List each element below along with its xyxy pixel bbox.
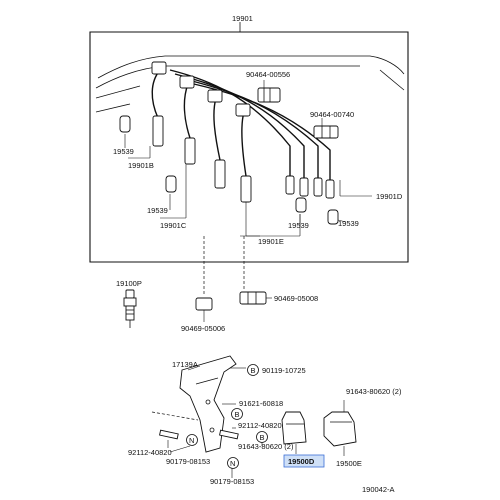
label-clip-left[interactable]: 90469-05006 [181, 324, 225, 333]
callout-b-mid: B [231, 408, 243, 420]
assembly-frame [89, 22, 409, 263]
selected-part-highlight [283, 454, 325, 468]
label-stud-left[interactable]: 92112-40820 [128, 448, 172, 457]
label-cord-e[interactable]: 19901E [258, 237, 284, 246]
label-nut-b[interactable]: 91643-80620 (2) [238, 442, 294, 451]
label-clamp-top[interactable]: 90464-00556 [246, 70, 290, 79]
leader-lines-bottom [169, 403, 263, 478]
studs [151, 411, 239, 448]
label-coil-main[interactable]: 19500D [288, 457, 315, 466]
svg-text:N: N [189, 436, 194, 445]
label-stud-mid[interactable]: 92112-40820 [238, 421, 282, 430]
label-bolt-top[interactable]: 90119-10725 [262, 366, 306, 375]
wire-clamp-top [257, 87, 281, 103]
plug-cords [151, 69, 331, 180]
spark-plug [123, 289, 137, 328]
dashed-guides [203, 236, 245, 296]
label-washer-bottom[interactable]: 90179-08153 [210, 477, 254, 486]
label-boot-right-2[interactable]: 19539 [338, 219, 359, 228]
label-bracket[interactable]: 17139A [172, 360, 198, 369]
label-washer-left[interactable]: 90179-08153 [166, 457, 210, 466]
svg-text:B: B [235, 410, 240, 419]
label-nut-a[interactable]: 91643-80620 (2) [346, 387, 402, 396]
clip-left [195, 297, 213, 322]
ignition-coil-right [323, 400, 357, 456]
label-cord-c[interactable]: 19901C [160, 221, 187, 230]
label-coil-right[interactable]: 19500E [336, 459, 362, 468]
label-main-assembly[interactable]: 19901 [232, 14, 253, 23]
part-labels: 19901 90464-00556 90464-00740 19539 1990… [113, 14, 403, 494]
callout-b-low: B [256, 431, 268, 443]
label-cord-b[interactable]: 19901B [128, 161, 154, 170]
plug-boots [151, 61, 335, 203]
label-boot-right[interactable]: 19539 [288, 221, 309, 230]
engine-head-outline [95, 55, 405, 113]
label-clip-right[interactable]: 90469-05008 [274, 294, 318, 303]
callout-n-bottom: N [227, 457, 239, 469]
svg-text:N: N [230, 459, 235, 468]
label-bolt-mid[interactable]: 91621-60818 [239, 399, 283, 408]
loose-boots [119, 115, 339, 225]
label-spark-plug[interactable]: 19100P [116, 279, 142, 288]
svg-text:B: B [260, 433, 265, 442]
callout-b-top: B [247, 364, 259, 376]
label-boot-mid[interactable]: 19539 [147, 206, 168, 215]
label-clamp-right[interactable]: 90464-00740 [310, 110, 354, 119]
wire-clamp-right [313, 125, 339, 139]
ignition-coil-main [281, 411, 307, 454]
callout-n-left: N [186, 434, 198, 446]
label-boot-left[interactable]: 19539 [113, 147, 134, 156]
label-cord-d[interactable]: 19901D [376, 192, 403, 201]
label-figure-code: 190042-A [362, 485, 395, 494]
svg-text:B: B [251, 366, 256, 375]
clip-right [239, 291, 272, 305]
leader-lines-top [124, 80, 372, 237]
